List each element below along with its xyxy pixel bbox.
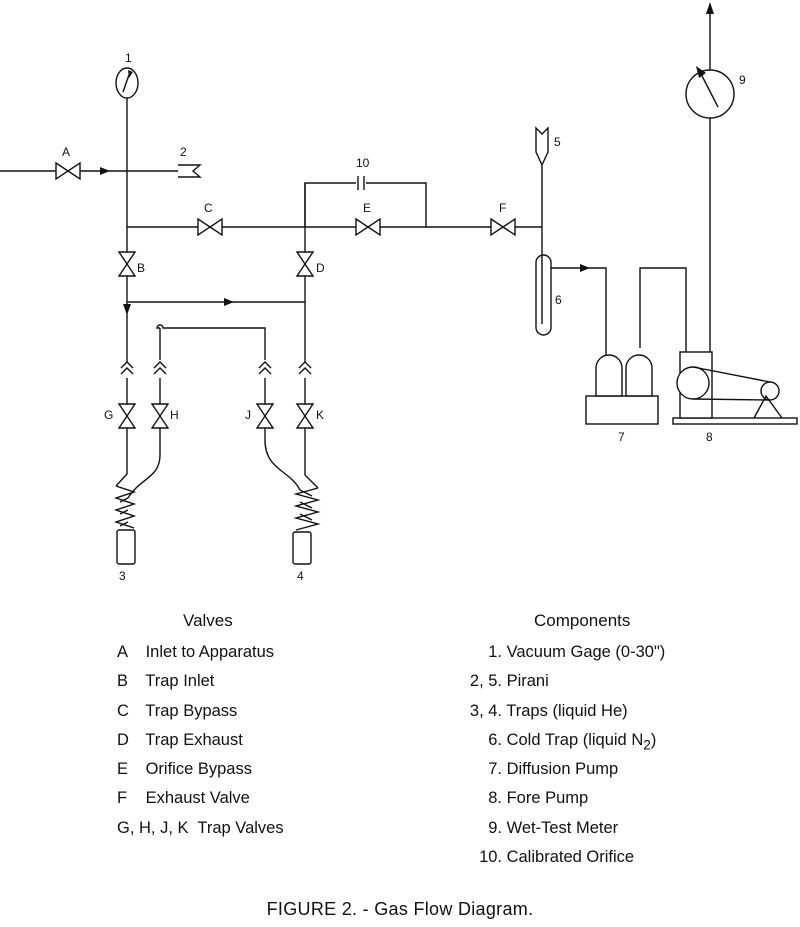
valve-A-symbol	[55, 161, 81, 181]
valve-row: D Trap Exhaust	[117, 730, 243, 749]
components-title: Components	[534, 611, 631, 630]
label-2: 2	[180, 145, 187, 159]
label-G: G	[104, 408, 113, 422]
label-8: 8	[706, 430, 713, 444]
label-5: 5	[554, 135, 561, 149]
flow-arrows	[100, 2, 714, 315]
valve-J-symbol	[255, 403, 275, 429]
gas-flow-diagram: A C E F B D G H J K 1 2 3 4 5 6 7 8 9 10	[0, 2, 798, 583]
label-J: J	[245, 408, 251, 422]
trap-4-symbol	[292, 487, 321, 565]
label-4: 4	[297, 569, 304, 583]
pirani-5-symbol	[535, 126, 549, 167]
calibrated-orifice-symbol	[357, 176, 365, 190]
component-row: 1. Vacuum Gage (0-30")	[488, 643, 666, 661]
valves-title: Valves	[183, 611, 233, 630]
valve-H-symbol	[150, 403, 170, 429]
trap-3-symbol	[113, 485, 137, 565]
valve-E-symbol	[355, 217, 381, 237]
label-D: D	[316, 261, 325, 275]
label-K: K	[316, 408, 324, 422]
wet-test-meter-symbol	[685, 66, 735, 119]
label-C: C	[204, 201, 213, 215]
label-A: A	[62, 145, 70, 159]
valve-row: B Trap Inlet	[117, 672, 215, 691]
figure-caption: FIGURE 2. - Gas Flow Diagram.	[266, 899, 534, 919]
label-F: F	[499, 201, 506, 215]
valve-row: F Exhaust Valve	[117, 789, 250, 808]
cold-trap-symbol	[535, 252, 552, 336]
component-row: 8. Fore Pump	[488, 789, 589, 808]
valve-row: A Inlet to Apparatus	[117, 643, 275, 661]
valve-C-symbol	[197, 217, 223, 237]
valve-F-symbol	[490, 217, 516, 237]
label-6: 6	[555, 293, 562, 307]
component-row: 7. Diffusion Pump	[488, 760, 619, 779]
valve-K-symbol	[295, 403, 315, 429]
label-B: B	[137, 261, 145, 275]
fore-pump-symbol	[672, 351, 798, 425]
couplings	[120, 361, 312, 375]
diffusion-pump-symbol	[585, 354, 659, 425]
valve-row: E Orifice Bypass	[117, 760, 252, 779]
vacuum-gage-symbol	[115, 67, 139, 99]
components-legend: Components 1. Vacuum Gage (0-30") 2, 5. …	[466, 611, 665, 875]
component-row: 6. Cold Trap (liquid N2)	[488, 730, 657, 753]
label-E: E	[363, 201, 371, 215]
label-3: 3	[119, 569, 126, 583]
valve-D-symbol	[295, 251, 315, 277]
valves-legend: Valves A Inlet to Apparatus B Trap Inlet…	[117, 611, 284, 846]
valve-row: C Trap Bypass	[117, 701, 238, 720]
label-9: 9	[739, 73, 746, 87]
label-10: 10	[356, 156, 370, 170]
diagram-labels: A C E F B D G H J K 1 2 3 4 5 6 7 8 9 10	[62, 51, 746, 583]
component-row: 10. Calibrated Orifice	[479, 848, 635, 867]
component-row: 3, 4. Traps (liquid He)	[469, 701, 628, 720]
piping	[0, 12, 711, 499]
valve-row: G, H, J, K Trap Valves	[117, 818, 284, 837]
label-7: 7	[618, 430, 625, 444]
label-1: 1	[125, 51, 132, 65]
valve-B-symbol	[117, 251, 137, 277]
label-H: H	[170, 408, 179, 422]
valve-G-symbol	[117, 403, 137, 429]
component-row: 2, 5. Pirani	[469, 672, 549, 691]
component-row: 9. Wet-Test Meter	[488, 818, 619, 837]
pirani-2-symbol	[178, 164, 202, 178]
